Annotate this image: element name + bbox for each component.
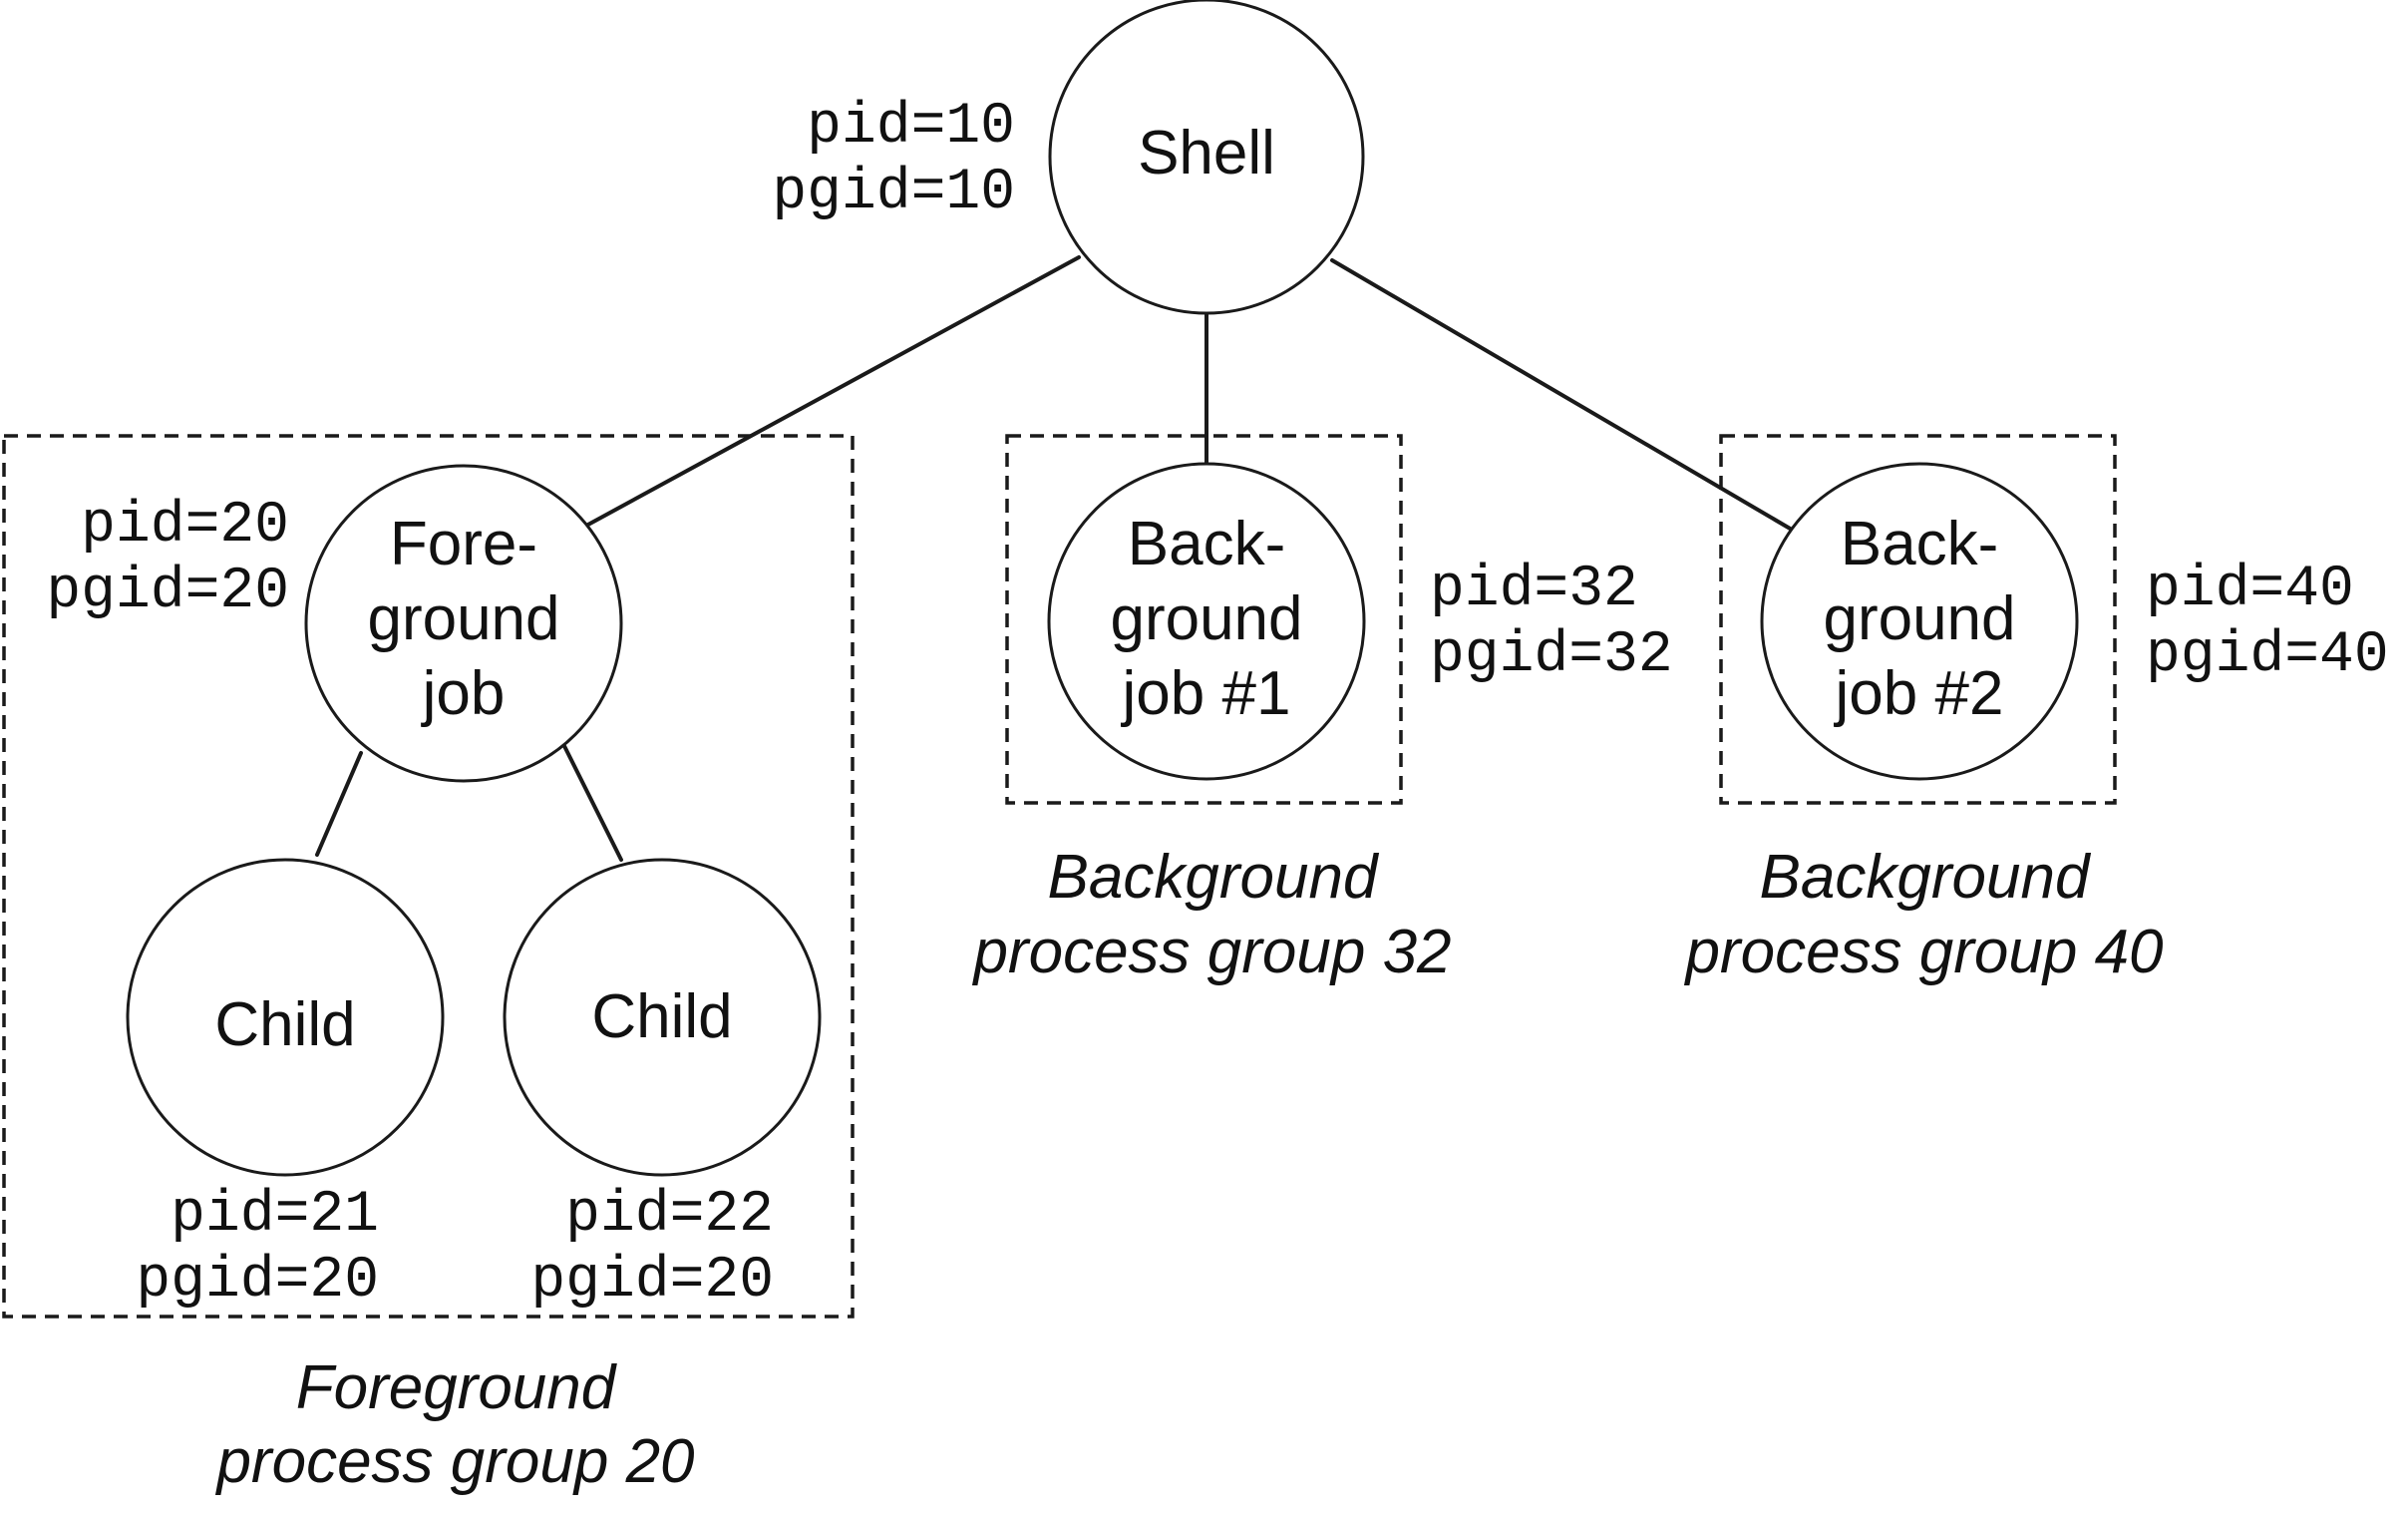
edge-shell-to-foreground — [584, 255, 1081, 528]
foreground-group-caption-line-2: process group 20 — [214, 1427, 694, 1496]
background-job-2-pgid: pgid=40 — [2146, 623, 2389, 688]
background-job-1-label-line-1: Back- — [1128, 510, 1285, 578]
shell-node — [1048, 0, 1365, 315]
background-group-40-caption-line-1: Background — [1760, 843, 2092, 912]
foreground-job-label-line-1: Fore- — [390, 510, 537, 578]
edge-foreground-to-child-2 — [562, 744, 623, 862]
child-1-pgid: pgid=20 — [136, 1249, 379, 1314]
foreground-job-pgid: pgid=20 — [46, 560, 289, 624]
background-job-2-node — [1760, 462, 2079, 781]
background-job-1-node — [1047, 462, 1366, 781]
child-2-label: Child — [591, 982, 732, 1051]
background-group-40-box — [1719, 434, 2117, 805]
background-group-40-caption-line-2: process group 40 — [1683, 918, 2163, 986]
foreground-job-pid: pid=20 — [81, 494, 289, 559]
background-job-1-label-line-3: job #1 — [1121, 659, 1291, 728]
background-group-32-caption-line-2: process group 32 — [971, 918, 1451, 986]
child-2-pid: pid=22 — [565, 1183, 774, 1248]
shell-pgid: pgid=10 — [772, 161, 1015, 225]
background-job-2-label-line-3: job #2 — [1834, 659, 2004, 728]
foreground-job-label-line-3: job — [421, 659, 506, 728]
background-job-2-label-line-2: ground — [1823, 584, 2015, 653]
child-1-label: Child — [214, 990, 355, 1059]
background-group-32-box — [1005, 434, 1403, 805]
background-job-1-pgid: pgid=32 — [1430, 623, 1673, 688]
background-job-1-label-line-2: ground — [1110, 584, 1302, 653]
background-job-2-pid: pid=40 — [2146, 558, 2354, 622]
child-2-node — [503, 858, 822, 1177]
foreground-job-label-line-2: ground — [367, 584, 559, 653]
background-job-2-label-line-1: Back- — [1841, 510, 1998, 578]
background-group-32-caption-line-1: Background — [1048, 843, 1380, 912]
foreground-group-box — [2, 434, 855, 1319]
edge-shell-to-background-2 — [1330, 258, 1794, 532]
child-2-pgid: pgid=20 — [530, 1249, 774, 1314]
foreground-job-node — [304, 464, 623, 783]
background-job-1-pid: pid=32 — [1430, 558, 1638, 622]
child-1-node — [126, 858, 445, 1177]
shell-pid: pid=10 — [807, 95, 1015, 160]
edge-foreground-to-child-1 — [315, 751, 363, 857]
shell-label: Shell — [1138, 119, 1275, 188]
child-1-pid: pid=21 — [171, 1183, 379, 1248]
foreground-group-caption-line-1: Foreground — [296, 1353, 618, 1422]
